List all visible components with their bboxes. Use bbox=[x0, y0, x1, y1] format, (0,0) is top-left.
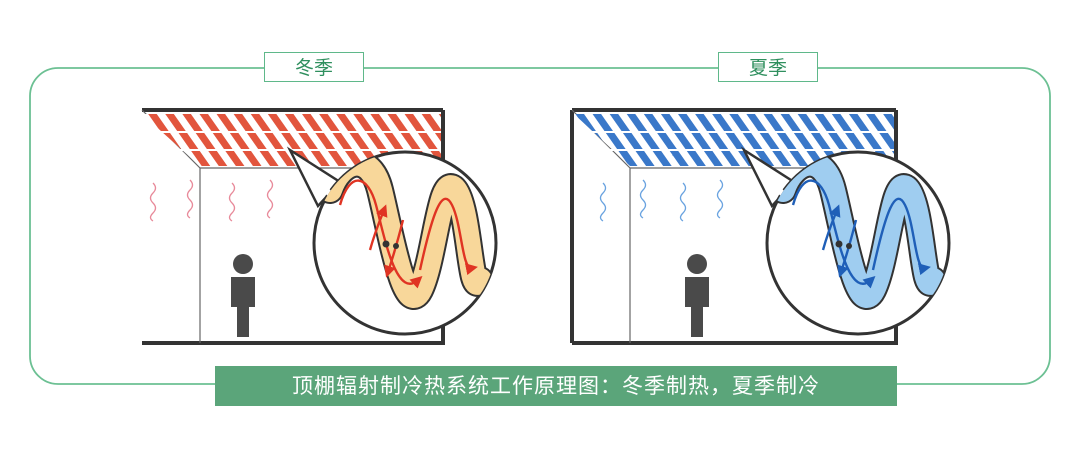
summer-panel bbox=[570, 108, 951, 345]
summer-coil bbox=[769, 152, 947, 310]
summer-label: 夏季 bbox=[718, 52, 818, 82]
person-icon bbox=[685, 254, 709, 337]
person-icon bbox=[231, 254, 255, 337]
winter-label: 冬季 bbox=[264, 52, 364, 82]
cool-waves bbox=[599, 179, 724, 222]
diagram-caption: 顶棚辐射制冷热系统工作原理图：冬季制热，夏季制冷 bbox=[215, 366, 897, 406]
winter-panel bbox=[141, 108, 498, 345]
heat-waves bbox=[149, 179, 274, 222]
winter-coil bbox=[316, 152, 494, 310]
winter-ceiling-pipes bbox=[142, 114, 441, 166]
summer-ceiling-pipes bbox=[574, 114, 894, 166]
